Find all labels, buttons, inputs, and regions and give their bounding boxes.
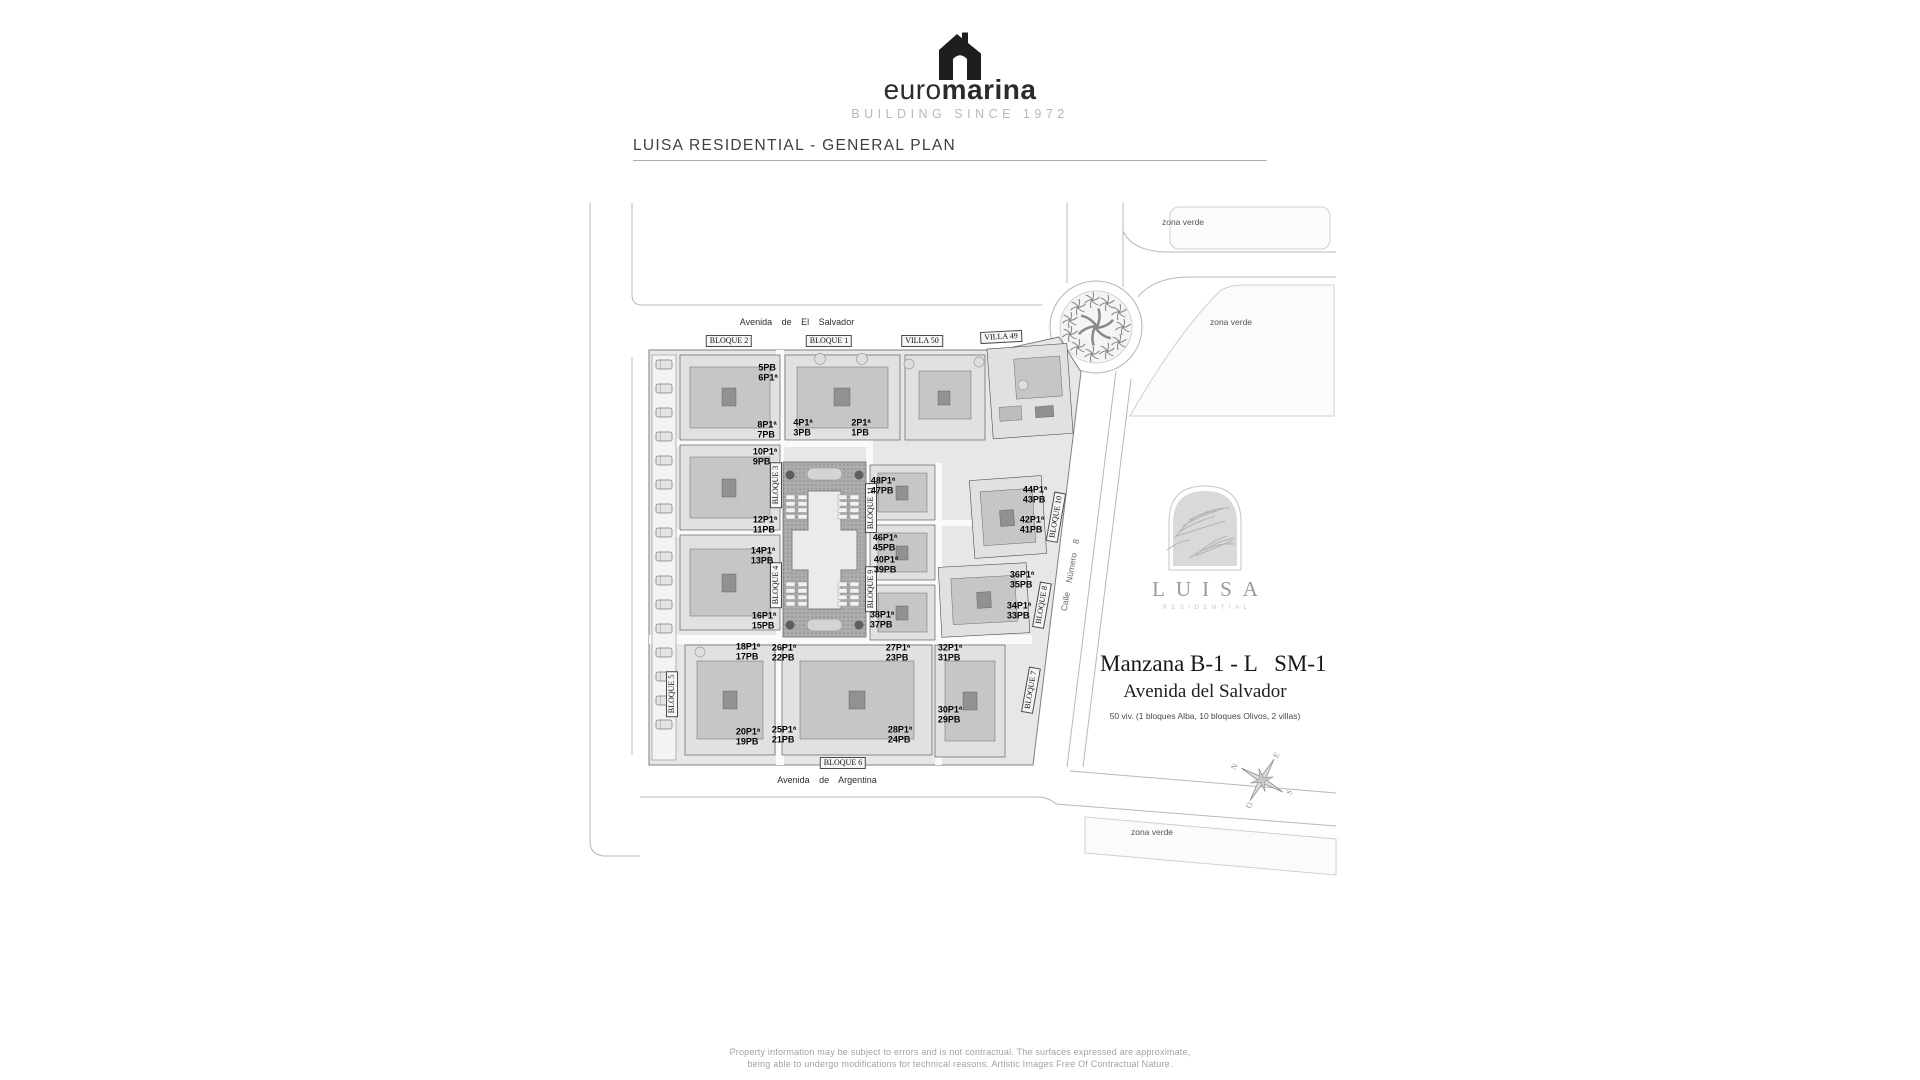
disclaimer-line-2: being able to undergo modifications for … (747, 1059, 1173, 1069)
site-plan: N E S O Avenida de El Salvador Avenida d… (570, 195, 1340, 885)
brand-marina: marina (941, 74, 1037, 105)
villa-49-block (986, 343, 1074, 440)
euromarina-house-icon (939, 32, 981, 80)
brand-tagline: BUILDING SINCE 1972 (851, 107, 1069, 121)
compass-e: E (1271, 751, 1281, 760)
bloque-5-tag: BLOQUE 5 (666, 670, 678, 718)
page-title: LUISA RESIDENTIAL - GENERAL PLAN (633, 137, 956, 154)
brand-header: euromarina BUILDING SINCE 1972 (0, 30, 1920, 121)
luisa-wordmark: LUISA (1152, 577, 1269, 601)
project-info-panel: LUISA RESIDENTIAL Manzana B-1 - L SM-1 A… (1100, 478, 1327, 721)
bloque-4-tag: BLOQUE 4 (770, 561, 782, 609)
building-blocks (679, 343, 1074, 758)
palm-fronds (1166, 507, 1236, 559)
villa-49-tag: VILLA 49 (979, 329, 1023, 345)
disclaimer-line-1: Property information may be subject to e… (729, 1047, 1191, 1057)
pool-area (782, 461, 867, 638)
street-label-argentina: Avenida de Argentina (777, 775, 877, 785)
roundabout (1049, 280, 1143, 374)
unit-mix-details: 50 viv. (1 bloques Alba, 10 bloques Oliv… (1109, 711, 1301, 721)
title-underline (633, 160, 1267, 161)
zona-verde-label: zona verde (1130, 827, 1174, 837)
villa-50-tag: VILLA 50 (901, 335, 943, 347)
zona-verde-label: zona verde (1209, 317, 1253, 327)
trees (694, 353, 1029, 658)
compass-n: N (1229, 762, 1240, 772)
site-plan-drawing: N E S O (589, 203, 1337, 876)
brand-name: euromarina (0, 74, 1920, 105)
legal-disclaimer: Property information may be subject to e… (0, 1046, 1920, 1070)
bloque-2-tag: BLOQUE 2 (705, 335, 753, 347)
luisa-wordmark-subtitle: RESIDENTIAL (1162, 605, 1252, 611)
zona-verde-label: zona verde (1161, 217, 1205, 227)
compass-o: O (1244, 800, 1255, 810)
manzana-heading: Manzana B-1 - L SM-1 (1100, 651, 1327, 676)
bloque-1-tag: BLOQUE 1 (805, 335, 853, 347)
compass-s: S (1284, 788, 1294, 796)
road-network (589, 203, 1337, 857)
luisa-arch-logo (1166, 485, 1242, 571)
residential-block (648, 336, 1082, 766)
address-subheading: Avenida del Salvador (1123, 681, 1287, 702)
compass-rose: N E S O (1229, 751, 1294, 810)
bloque-6-tag: BLOQUE 6 (819, 757, 867, 769)
bloque-3-tag: BLOQUE 3 (770, 461, 782, 509)
zona-verde-parcels (1084, 206, 1337, 876)
brand-euro: euro (883, 74, 942, 105)
street-label-el-salvador: Avenida de El Salvador (739, 317, 855, 327)
